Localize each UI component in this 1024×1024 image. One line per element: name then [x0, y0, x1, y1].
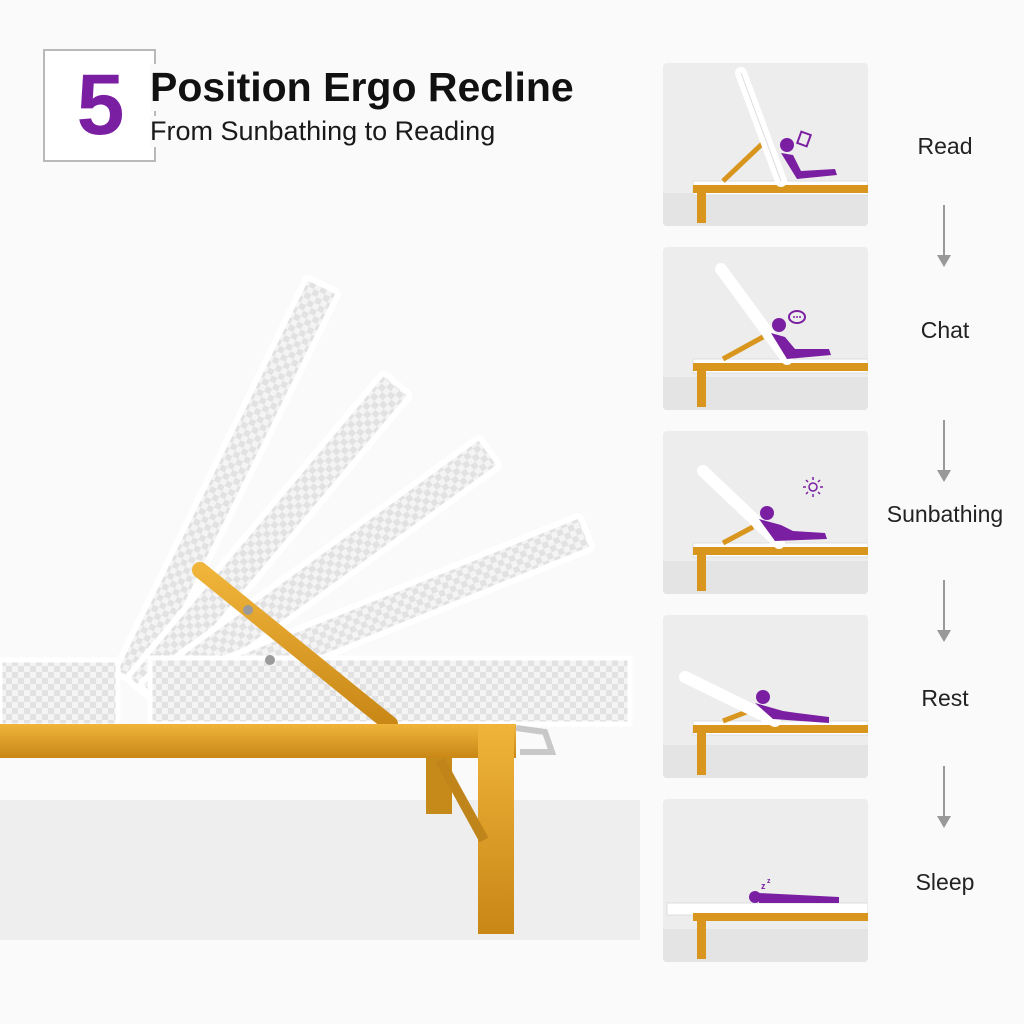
sun-icon [803, 477, 823, 497]
position-count: 5 [76, 57, 125, 153]
number-frame [43, 49, 156, 162]
svg-text:z: z [761, 881, 766, 891]
arrow-down-icon [937, 766, 951, 828]
backrest-65 [124, 370, 413, 703]
book-icon [795, 130, 813, 148]
seat-right [147, 655, 633, 727]
frame-leg-front [478, 724, 514, 934]
headline: Position Ergo Recline [150, 64, 580, 111]
position-label-rest: Rest [921, 685, 969, 711]
position-panel-rest [663, 615, 868, 778]
floor-shadow [0, 800, 640, 940]
svg-text:z: z [767, 878, 771, 885]
support-strut [192, 562, 398, 732]
position-label-read: Read [917, 133, 973, 159]
position-panel-read [663, 63, 868, 226]
lounger-illustration [0, 274, 640, 940]
position-label-sleep: Sleep [915, 869, 975, 895]
speech-bubble-icon [788, 310, 806, 324]
subheadline: From Sunbathing to Reading [150, 116, 502, 147]
position-label-sunbathing: Sunbathing [886, 501, 1004, 527]
zzz-icon: z z [761, 878, 771, 891]
seat-left [0, 657, 121, 729]
frame-rail [0, 724, 516, 758]
arrow-down-icon [937, 205, 951, 267]
position-panel-sleep: z z [663, 799, 868, 962]
arrow-down-icon [937, 580, 951, 642]
arrow-down-icon [937, 420, 951, 482]
position-label-chat: Chat [920, 317, 970, 343]
position-panel-chat [663, 247, 868, 410]
position-panel-sunbathing [663, 431, 868, 594]
